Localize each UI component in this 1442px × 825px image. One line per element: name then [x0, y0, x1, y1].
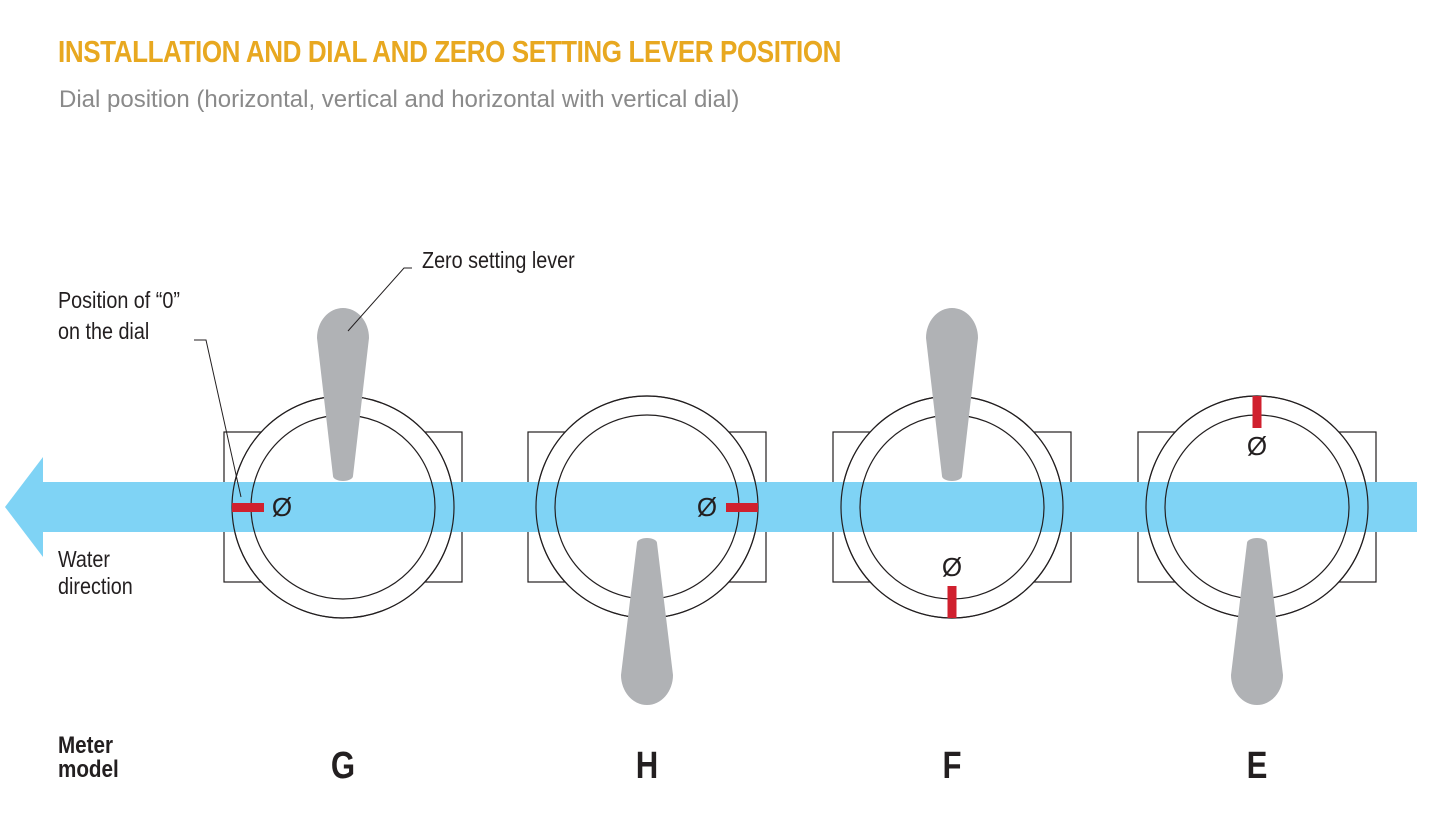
water-flow-arrowhead [5, 457, 43, 557]
zero-lever-leader-line [347, 267, 412, 332]
zero-lever-label: Zero setting lever [422, 248, 575, 274]
zero-setting-lever [317, 308, 369, 481]
zero-setting-lever [621, 538, 673, 705]
zero-symbol: Ø [942, 552, 962, 582]
zero-symbol: Ø [272, 492, 292, 522]
meter-model-letter: H [636, 745, 659, 787]
meter-f: ØF [831, 308, 1073, 787]
meter-model-letter: E [1247, 745, 1268, 787]
zero-position-mark [1252, 396, 1262, 428]
zero-setting-lever [1231, 538, 1283, 705]
zero-position-mark [726, 503, 758, 512]
water-direction-label-line2: direction [58, 574, 133, 600]
zero-setting-lever [926, 308, 978, 481]
meter-model-letter: G [331, 745, 355, 787]
zero-position-mark [232, 503, 264, 512]
zero-symbol: Ø [1247, 431, 1267, 461]
meter-g: ØG [222, 308, 464, 787]
zero-position-label-line1: Position of “0” [58, 288, 180, 314]
meter-model-label-line1: Meter [58, 732, 113, 759]
water-direction-label-line1: Water [58, 547, 110, 573]
zero-position-leader-line [194, 339, 242, 498]
page-subtitle: Dial position (horizontal, vertical and … [59, 86, 740, 113]
page-title: INSTALLATION AND DIAL AND ZERO SETTING L… [58, 34, 842, 69]
water-flow-band-segment [831, 482, 1073, 532]
meter-h: ØH [526, 395, 768, 787]
zero-symbol: Ø [697, 492, 717, 522]
zero-position-mark [947, 586, 957, 618]
meter-e: ØE [1136, 395, 1378, 787]
zero-position-label-line2: on the dial [58, 319, 149, 345]
meter-model-label-line2: model [58, 756, 119, 783]
meter-model-letter: F [942, 745, 961, 787]
water-flow-band-segment [1136, 482, 1378, 532]
